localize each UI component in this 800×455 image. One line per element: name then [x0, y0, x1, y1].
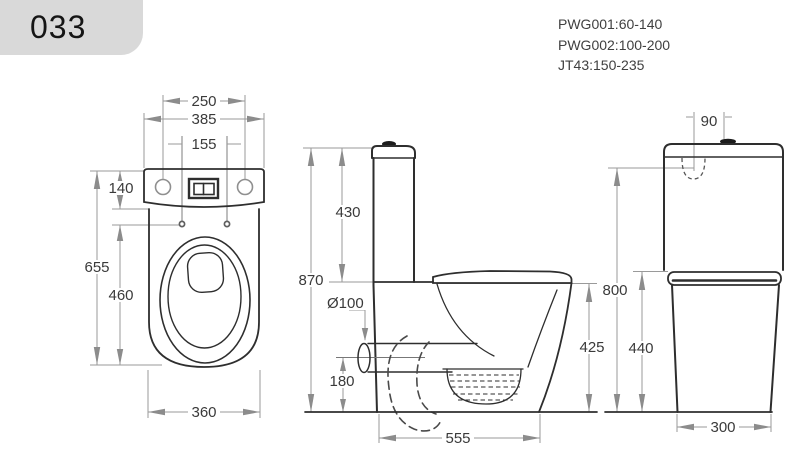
dim-label-655: 655 [81, 259, 113, 276]
dim-label-385: 385 [188, 111, 220, 128]
dim-label-440: 440 [625, 340, 658, 357]
dim-label-430: 430 [332, 204, 365, 221]
dim-label-800: 800 [599, 282, 632, 299]
dim-label-460: 460 [105, 287, 137, 304]
dim-label-360: 360 [188, 404, 220, 421]
spec-note-2: PWG002:100-200 [558, 36, 671, 53]
svg-text:360: 360 [191, 404, 216, 421]
svg-text:440: 440 [628, 340, 653, 357]
svg-text:870: 870 [298, 272, 323, 289]
dim-label-180: 180 [326, 373, 359, 390]
model-badge: 033 [0, 0, 143, 55]
model-number: 033 [30, 9, 87, 45]
svg-text:655: 655 [84, 259, 109, 276]
svg-text:90: 90 [701, 113, 718, 130]
spec-note-3: JT43:150-235 [558, 57, 645, 73]
svg-text:300: 300 [710, 419, 735, 436]
svg-text:460: 460 [108, 287, 133, 304]
svg-text:250: 250 [191, 93, 216, 110]
svg-text:180: 180 [329, 373, 354, 390]
spec-notes: PWG001:60-140 PWG002:100-200 JT43:150-23… [558, 14, 670, 76]
svg-text:140: 140 [108, 180, 133, 197]
svg-text:425: 425 [579, 339, 604, 356]
svg-text:Ø100: Ø100 [327, 295, 364, 312]
dim-label-555: 555 [442, 430, 474, 447]
plan-view: 250 385 155 140 655 460 [81, 93, 265, 421]
svg-text:430: 430 [335, 204, 360, 221]
svg-text:155: 155 [191, 136, 216, 153]
dim-label-425: 425 [576, 339, 609, 356]
back-view: 90 800 440 300 [599, 112, 784, 436]
side-view: 870 430 Ø100 180 555 425 [295, 141, 609, 447]
dim-label-300: 300 [707, 419, 739, 436]
dim-label-250: 250 [188, 93, 220, 110]
spec-note-1: PWG001:60-140 [558, 16, 663, 32]
svg-text:555: 555 [445, 430, 470, 447]
svg-text:385: 385 [191, 111, 216, 128]
svg-text:800: 800 [602, 282, 627, 299]
dim-label-outlet-diameter: Ø100 [326, 295, 366, 312]
dim-label-90: 90 [698, 113, 720, 130]
dim-label-140: 140 [105, 180, 137, 197]
dim-label-870: 870 [295, 272, 327, 289]
dim-label-155: 155 [188, 136, 220, 153]
